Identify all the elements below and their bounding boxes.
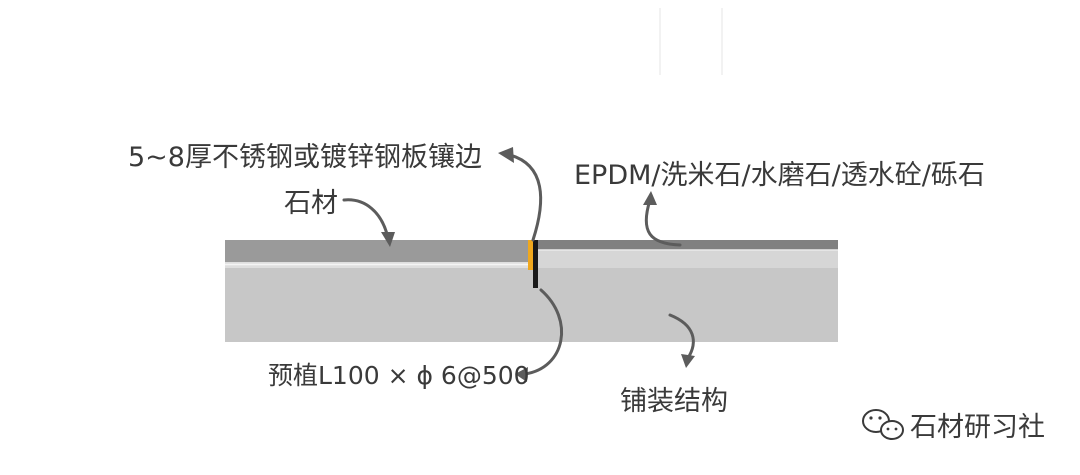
paving-structure-arrowhead [681,354,695,368]
watermark: 石材研习社 [862,409,1045,443]
edging-label: 5~8厚不锈钢或镀锌钢板镶边 [128,142,482,173]
steel-edging-plate [528,240,534,270]
paving-structure-label: 铺装结构 [620,386,728,417]
stone-slab [225,240,528,262]
embedded-arrowhead [515,367,528,382]
watermark-text: 石材研习社 [910,412,1045,443]
embedded-arrow [523,288,564,376]
paving-structure-arrow [668,313,695,360]
surface-materials-arrow [644,198,682,247]
wechat-icon [862,409,904,440]
embedded-angle-steel [533,240,538,288]
edging-arrowhead [498,147,514,163]
stone-arrowhead [381,232,395,247]
stone-arrow [342,198,390,240]
edging-arrow [508,153,543,242]
paving-base-layer [225,268,838,342]
stone-label: 石材 [284,188,338,219]
surface-materials-label: EPDM/洗米石/水磨石/透水砼/砾石 [574,160,985,191]
surface-material-layer [538,250,838,268]
surface-materials-arrowhead [643,191,657,205]
surface-material-top [538,240,838,250]
embedded-label: 预植L100 × ϕ 6@500 [268,361,530,390]
